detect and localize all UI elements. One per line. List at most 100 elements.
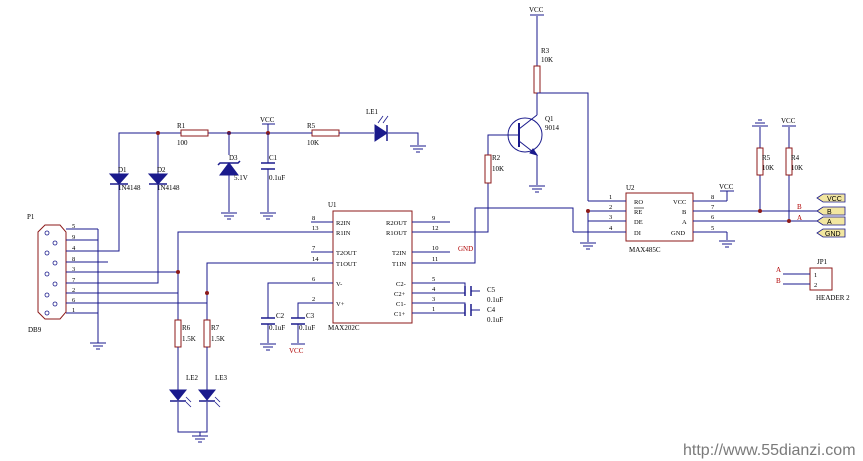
c5-value: 0.1uF [487,296,503,304]
port-b: B [816,206,846,216]
p1-pin-2: 2 [72,287,75,294]
u1-pin-num-3: 14 [312,256,319,263]
u1-pin-num-10: 10 [432,245,439,252]
u1-pin-name-c2plus: C2+ [394,291,406,298]
c4-designator: C4 [487,306,496,314]
r4-value: 10K [791,164,803,172]
watermark-text: http://www.55dianzi.com [683,442,856,459]
capacitor-c2: C2 0.1uF [261,312,285,332]
u1-pin-num-12: 12 [432,225,439,232]
u2-pin-num-3: 3 [609,214,612,221]
vcc-c1-label: VCC [260,116,275,124]
r7-value: 1.5K [211,335,225,343]
p1-pin-8: 8 [72,256,75,263]
vcc-r4: VCC [781,117,796,127]
u2-pin-num-4: 4 [609,225,613,232]
r6-value: 1.5K [182,335,196,343]
vcc-u2: VCC [719,183,734,192]
u2-pin-name-de: DE [634,219,643,226]
u1-pin-name-t2in: T2IN [392,250,406,257]
r5-designator: R5 [307,122,316,130]
u2-pin-num-2: 2 [609,204,612,211]
r5-value: 10K [307,139,319,147]
d3-designator: D3 [229,154,238,162]
ic-u2: U2 MAX485C 1 2 3 4 RO RE DE DI VCC B A G… [573,184,817,254]
p1-designator: P1 [27,213,35,221]
u1-pin-name-r2in: R2IN [336,220,351,227]
c1-designator: C1 [269,154,278,162]
net-label-b: B [797,203,802,211]
jp1-net-b: B [776,277,781,285]
u2-pin-name-a: A [682,219,687,226]
vcc-c3: VCC [289,343,305,355]
capacitor-c4: C4 0.1uF [464,304,503,324]
c1-value: 0.1uF [269,174,285,182]
r5-bias-value: 10K [762,164,774,172]
ic-u1: U1 MAX202C 8 13 7 14 6 2 R2IN R1IN T2OUT… [311,201,450,332]
p1-pin-9: 9 [72,234,75,241]
u1-pin-num-9: 9 [432,215,435,222]
resistor-r6: R6 1.5K [174,319,196,348]
c3-designator: C3 [306,312,315,320]
d1-designator: D1 [118,166,127,174]
u2-designator: U2 [626,184,635,192]
u2-pin-name-vcc: VCC [673,199,686,206]
vcc-c1: VCC [260,116,275,133]
d2-value: 1N4148 [157,184,180,192]
c2-value: 0.1uF [269,324,285,332]
port-b-label: B [827,209,832,216]
ground-symbol-p1 [90,342,106,350]
ground-symbol-d3 [221,212,237,220]
jp1-designator: JP1 [817,258,828,266]
d1-value: 1N4148 [118,184,141,192]
ground-symbol-c2 [260,343,276,351]
gnd-net-label: GND [458,245,473,253]
resistor-r4: R4 10K [785,147,803,176]
q1-designator: Q1 [545,115,554,123]
u1-pin-name-c2minus: C2- [396,281,406,288]
led-le3: LE3 [197,374,228,408]
u1-pin-num-1: 1 [432,306,435,313]
d2-designator: D2 [157,166,166,174]
vcc-r4-label: VCC [781,117,796,125]
ground-symbol-u2-left [580,242,596,250]
p1-pin-7: 7 [72,277,76,284]
u1-pin-name-t1out: T1OUT [336,261,357,268]
r4-designator: R4 [791,154,800,162]
u1-pin-name-t1in: T1IN [392,261,406,268]
led-le2: LE2 [168,374,199,408]
diode-d1: D1 1N4148 [108,165,141,192]
u2-value: MAX485C [629,246,661,254]
c2-designator: C2 [276,312,285,320]
r5-bias-designator: R5 [762,154,771,162]
le1-designator: LE1 [366,108,379,116]
resistor-r2: R2 10K [484,154,504,184]
u1-pin-num-5: 2 [312,296,315,303]
u1-value: MAX202C [328,324,360,332]
r2-value: 10K [492,165,504,173]
u1-pin-name-c1minus: C1- [396,301,406,308]
zener-d3: D3 5.1V [217,154,248,182]
q1-value: 9014 [545,124,560,132]
p1-pin-5: 5 [72,223,75,230]
u1-pin-num-4: 4 [432,286,436,293]
u1-pin-num-5: 5 [432,276,435,283]
r6-designator: R6 [182,324,191,332]
u1-pin-num-11: 11 [432,256,438,263]
u1-designator: U1 [328,201,337,209]
u2-pin-name-re: RE [634,209,642,216]
resistor-r5-bias: R5 10K [756,147,774,176]
u1-pin-name-r2out: R2OUT [386,220,407,227]
p1-pin-6: 6 [72,297,76,304]
jp1-net-a: A [776,266,781,274]
p1-value: DB9 [28,326,42,334]
port-vcc: VCC [816,193,846,203]
resistor-r7: R7 1.5K [203,319,225,348]
p1-pin-4: 4 [72,245,76,252]
capacitor-c5: C5 0.1uF [464,286,503,304]
vcc-u2-label: VCC [719,183,734,191]
u1-pin-name-r1in: R1IN [336,230,351,237]
u1-pin-name-vplus: V+ [336,301,345,308]
u1-pin-name-vminus: V- [336,281,342,288]
